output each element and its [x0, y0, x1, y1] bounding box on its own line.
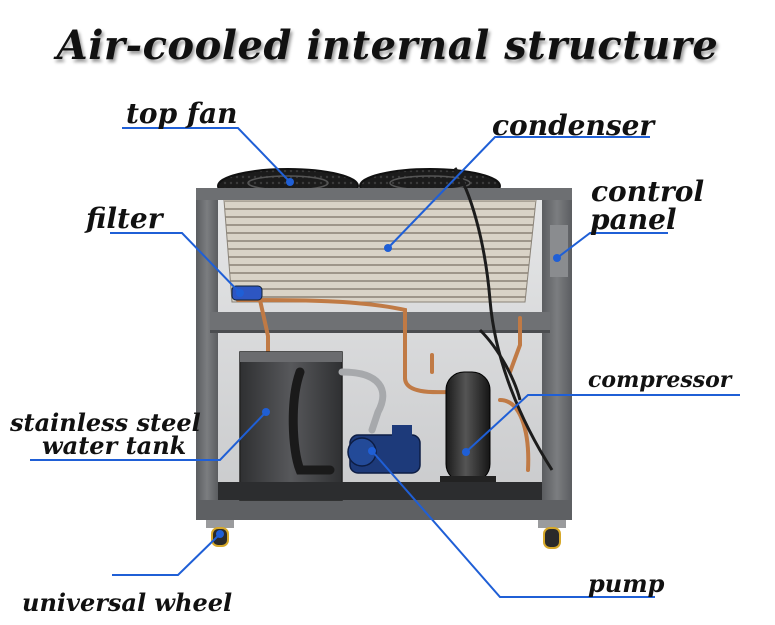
label-tank-line1: stainless steel: [10, 408, 201, 437]
leader-control-panel: [556, 232, 668, 259]
leader-compressor: [465, 394, 740, 453]
leader-top-fan: [122, 127, 291, 183]
leader-pump: [371, 450, 655, 598]
leader-wheel: [112, 533, 221, 576]
flex-hose: [338, 368, 387, 434]
universal-wheel-right: [538, 520, 566, 549]
compressor-unit: [440, 371, 496, 486]
label-control-panel-line2: panel: [590, 203, 677, 236]
label-filter: filter: [86, 202, 163, 235]
water-pump: [347, 425, 421, 474]
diagram-title: Air-cooled internal structure: [56, 22, 719, 69]
label-compressor: compressor: [588, 367, 732, 393]
label-tank-line2: water tank: [42, 431, 187, 460]
leader-condenser: [387, 136, 650, 249]
leader-tank: [30, 411, 267, 461]
chiller-frame: [196, 188, 572, 520]
wiring: [453, 167, 554, 471]
label-condenser: condenser: [492, 109, 655, 142]
leader-lines: [30, 127, 740, 598]
copper-piping: [236, 298, 531, 472]
label-pump: pump: [588, 569, 665, 598]
leader-dots: [216, 178, 561, 538]
tank-pipes: [288, 367, 335, 475]
label-control-panel-line1: control: [591, 175, 705, 208]
label-top-fan: top fan: [126, 97, 238, 130]
leader-filter: [110, 232, 241, 294]
label-universal-wheel: universal wheel: [22, 588, 233, 617]
